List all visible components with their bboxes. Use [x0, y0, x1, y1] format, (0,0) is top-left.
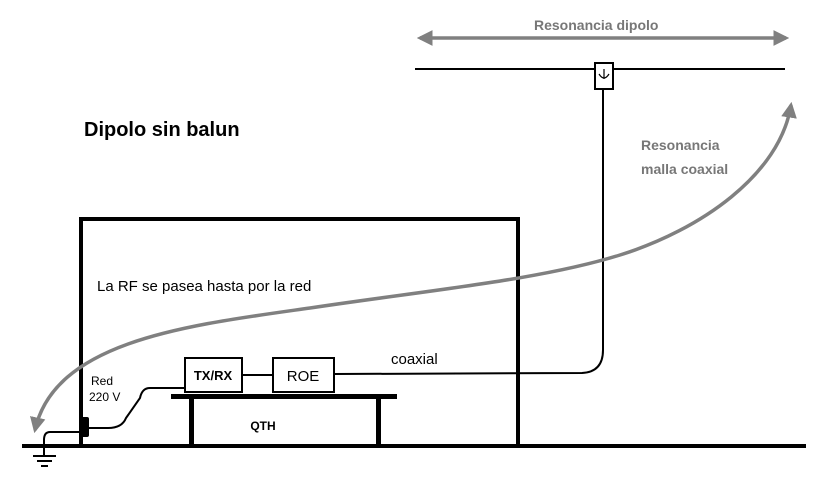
ground-symbol-icon: [33, 455, 56, 467]
diagram-title: Dipolo sin balun: [84, 119, 240, 141]
qth-label: QTH: [250, 419, 275, 433]
coax-resonance-label-line2: malla coaxial: [641, 161, 728, 177]
feed-point-connector-icon: [598, 69, 610, 79]
rf-note: La RF se pasea hasta por la red: [97, 278, 311, 295]
mains-label-line1: Red: [91, 374, 113, 388]
mains-label-line2: 220 V: [89, 390, 120, 404]
table: [171, 394, 397, 446]
roe-label: ROE: [287, 368, 320, 385]
house-outline: [79, 217, 520, 446]
dipole-resonance-label: Resonancia dipolo: [534, 17, 658, 33]
coax-resonance-arrow: [30, 101, 797, 434]
wall-outlet: [80, 417, 89, 437]
coax-resonance-label-line1: Resonancia: [641, 137, 720, 153]
coax-cable: [334, 89, 604, 375]
coax-label: coaxial: [391, 351, 438, 368]
txrx-label: TX/RX: [194, 368, 233, 383]
